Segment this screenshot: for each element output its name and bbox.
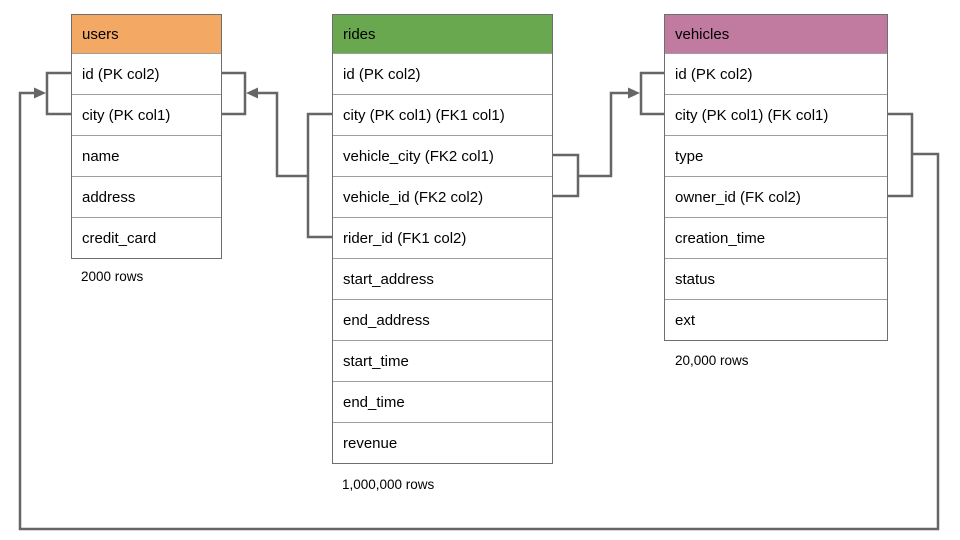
users-column-name: name [72, 135, 221, 176]
vehicles-column-ext: ext [665, 299, 887, 340]
rides-column-vehicle-id: vehicle_id (FK2 col2) [333, 176, 552, 217]
rides-column-start-time: start_time [333, 340, 552, 381]
users-column-id: id (PK col2) [72, 53, 221, 94]
rides-column-end-time: end_time [333, 381, 552, 422]
users-column-address: address [72, 176, 221, 217]
table-rides: rides id (PK col2) city (PK col1) (FK1 c… [332, 14, 553, 464]
arrowhead-into-users-left [34, 87, 46, 99]
users-row-count: 2000 rows [81, 269, 144, 284]
arrowhead-into-vehicles-left [628, 87, 640, 99]
users-column-credit-card: credit_card [72, 217, 221, 258]
rides-row-count: 1,000,000 rows [342, 477, 435, 492]
vehicles-row-count: 20,000 rows [675, 353, 749, 368]
table-rides-header: rides [333, 15, 552, 53]
table-users: users id (PK col2) city (PK col1) name a… [71, 14, 222, 259]
rides-column-vehicle-city: vehicle_city (FK2 col1) [333, 135, 552, 176]
rides-column-id: id (PK col2) [333, 53, 552, 94]
table-vehicles: vehicles id (PK col2) city (PK col1) (FK… [664, 14, 888, 341]
relationship-rides-to-vehicles [545, 71, 672, 198]
vehicles-column-id: id (PK col2) [665, 53, 887, 94]
relationship-rides-to-users [214, 71, 340, 239]
vehicles-column-owner-id: owner_id (FK col2) [665, 176, 887, 217]
rides-column-city: city (PK col1) (FK1 col1) [333, 94, 552, 135]
vehicles-column-status: status [665, 258, 887, 299]
rides-column-end-address: end_address [333, 299, 552, 340]
arrowhead-into-users-right [246, 87, 258, 99]
vehicles-column-city: city (PK col1) (FK col1) [665, 94, 887, 135]
rides-column-rider-id: rider_id (FK1 col2) [333, 217, 552, 258]
table-users-header: users [72, 15, 221, 53]
table-vehicles-header: vehicles [665, 15, 887, 53]
rides-column-start-address: start_address [333, 258, 552, 299]
vehicles-column-type: type [665, 135, 887, 176]
rides-column-revenue: revenue [333, 422, 552, 463]
users-column-city: city (PK col1) [72, 94, 221, 135]
vehicles-column-creation-time: creation_time [665, 217, 887, 258]
